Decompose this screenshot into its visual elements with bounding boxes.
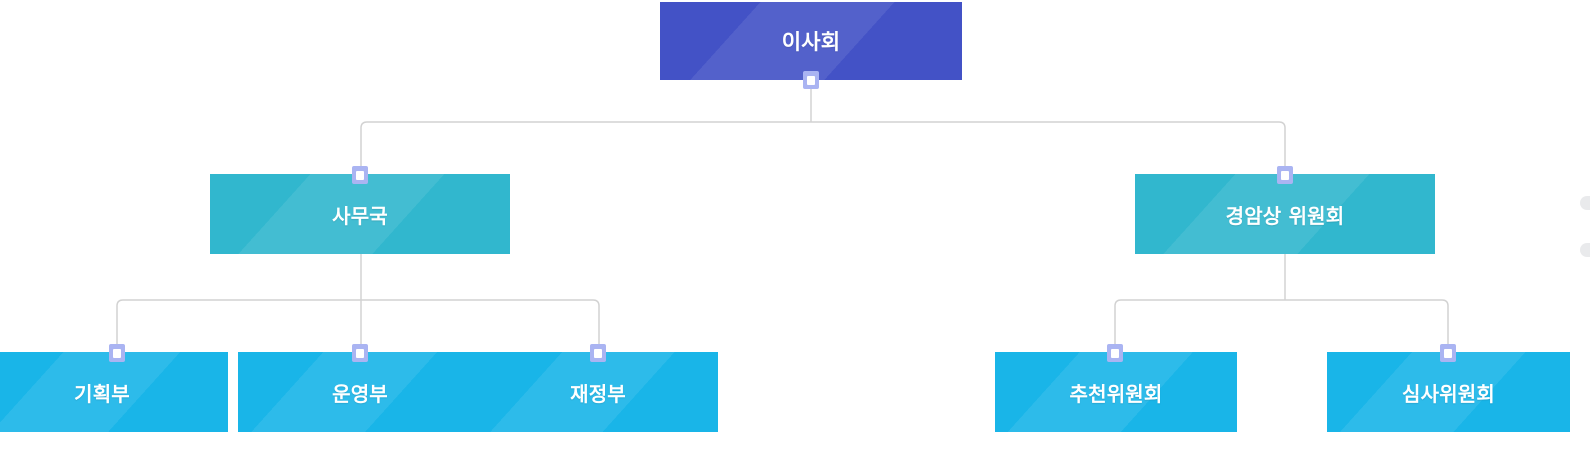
org-node-finance-dept[interactable]: 재정부: [478, 352, 718, 432]
org-node-label: 경암상 위원회: [1225, 203, 1345, 228]
connector-bar-0: [360, 121, 1286, 174]
org-node-label: 재정부: [570, 381, 626, 406]
connection-handle-secretariat-top[interactable]: [352, 166, 368, 184]
connection-handle-review-committee-top[interactable]: [1440, 344, 1456, 362]
org-node-operations-dept[interactable]: 운영부: [238, 352, 482, 432]
org-node-label: 이사회: [781, 30, 841, 54]
org-node-review-committee[interactable]: 심사위원회: [1327, 352, 1570, 432]
org-node-planning-dept[interactable]: 기획부: [0, 352, 228, 432]
org-node-recommendation-committee[interactable]: 추천위원회: [995, 352, 1237, 432]
connection-handle-planning-dept-top[interactable]: [109, 344, 125, 362]
connection-handle-finance-dept-top[interactable]: [590, 344, 606, 362]
org-node-label: 사무국: [332, 203, 388, 228]
org-node-label: 운영부: [332, 381, 388, 406]
org-node-secretariat[interactable]: 사무국: [210, 174, 510, 254]
connection-handle-board-bottom[interactable]: [803, 71, 819, 89]
org-node-label: 기획부: [74, 381, 130, 406]
org-node-kyungam-award-committee[interactable]: 경암상 위원회: [1135, 174, 1435, 254]
org-node-label: 추천위원회: [1069, 381, 1163, 406]
edge-artifact-0: [1580, 196, 1590, 210]
connector-bar-2: [1114, 299, 1449, 352]
org-node-label: 심사위원회: [1402, 381, 1495, 406]
connection-handle-kyungam-award-committee-top[interactable]: [1277, 166, 1293, 184]
connection-handle-recommendation-committee-top[interactable]: [1107, 344, 1123, 362]
org-node-board[interactable]: 이사회: [660, 2, 962, 80]
edge-artifact-1: [1580, 243, 1590, 257]
connection-handle-operations-dept-top[interactable]: [352, 344, 368, 362]
